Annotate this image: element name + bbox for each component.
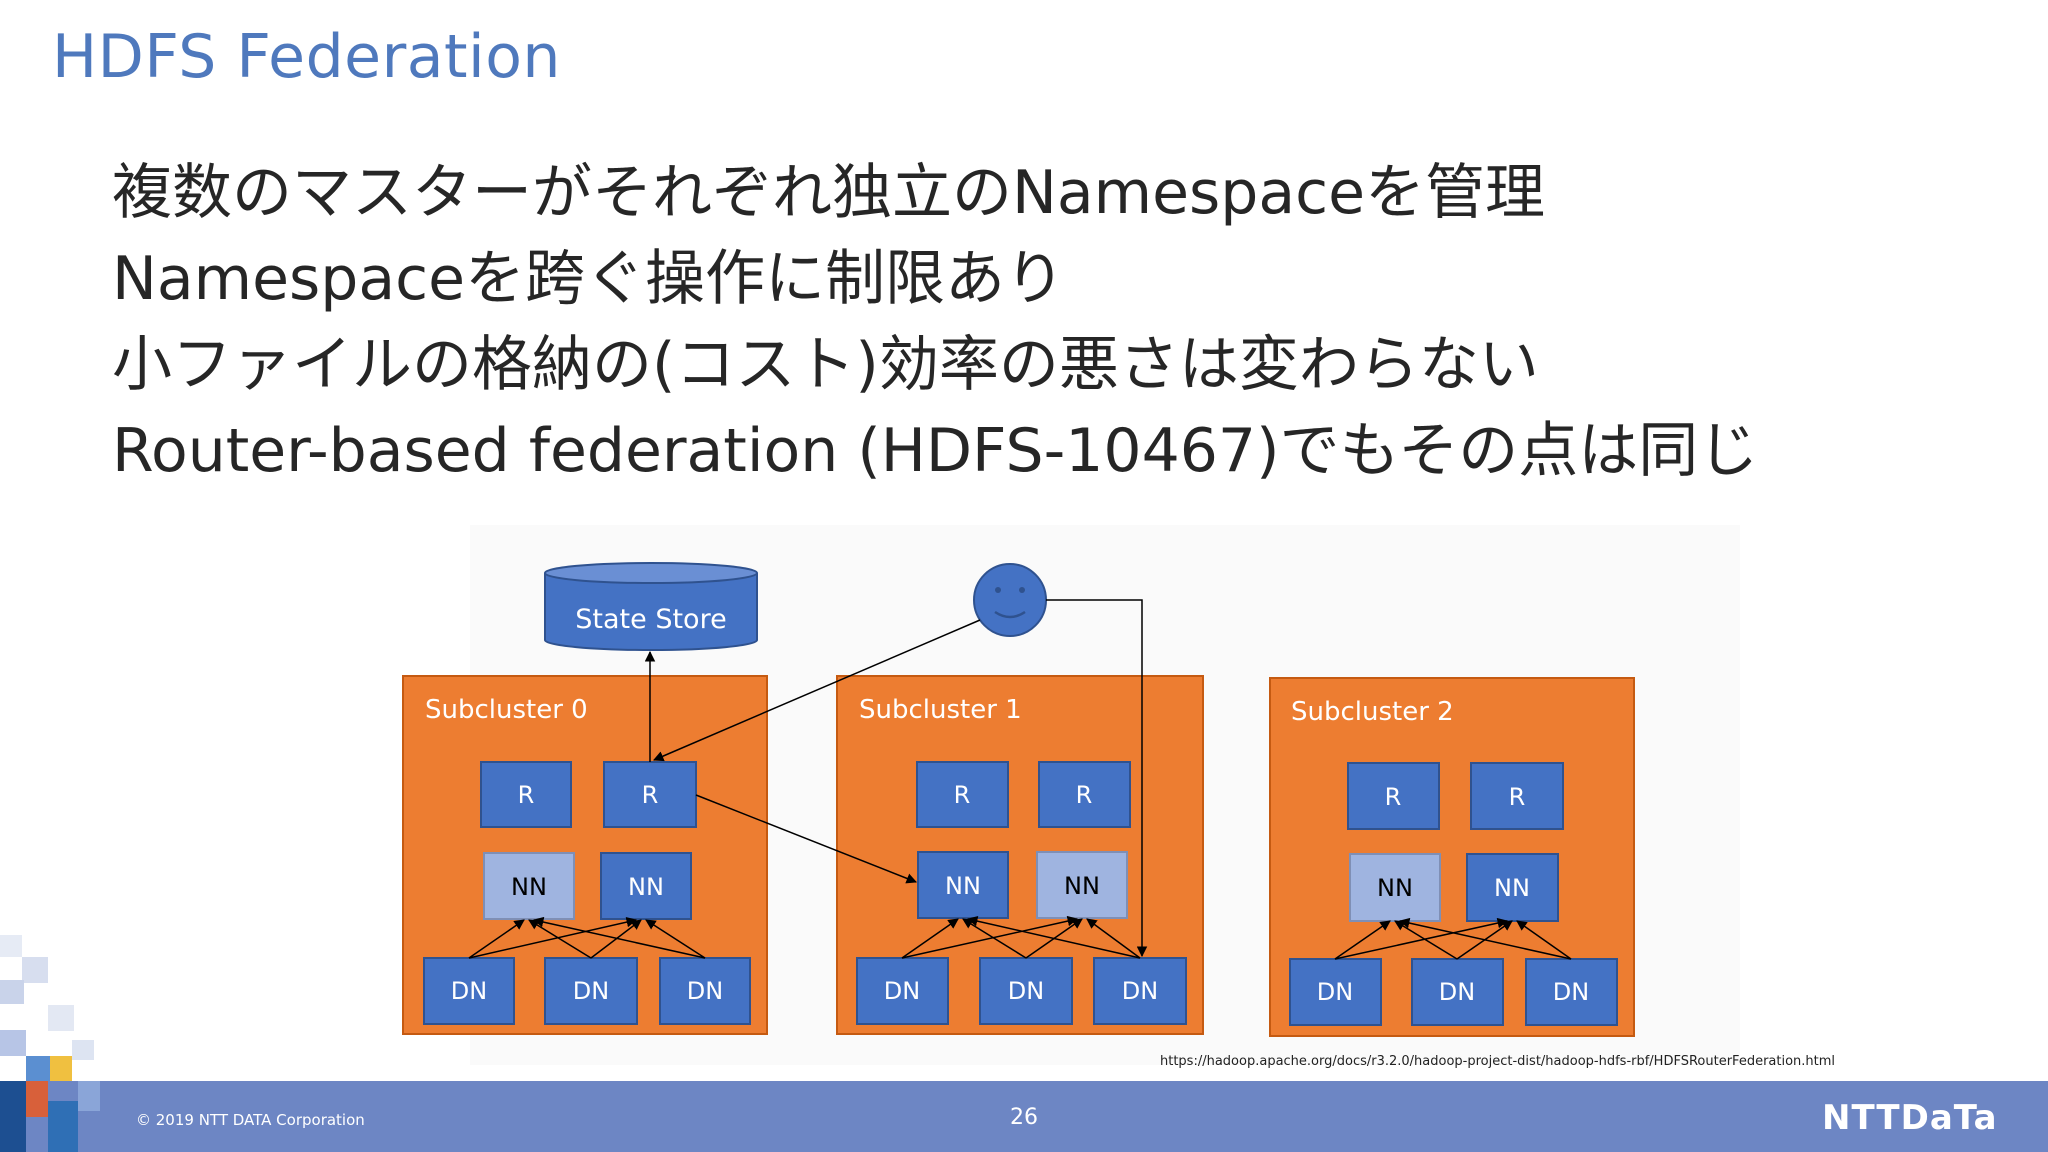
datanode — [1289, 958, 1382, 1026]
bullet-item: Router-based federation (HDFS-10467)でもその… — [112, 416, 1759, 486]
router-label: R — [518, 781, 535, 809]
decorative-square — [26, 1056, 50, 1081]
datanode — [979, 957, 1073, 1025]
router-node — [1038, 761, 1131, 828]
router-label: R — [1509, 783, 1526, 811]
namenode-label: NN — [1494, 874, 1530, 902]
datanode — [1093, 957, 1187, 1025]
namenode-label: NN — [1064, 872, 1100, 900]
decorative-square — [48, 1005, 74, 1031]
decorative-square — [48, 1101, 78, 1152]
footer-bar — [0, 1081, 2048, 1152]
state-store-label: State Store — [575, 604, 726, 635]
client-smiley-icon — [973, 563, 1047, 637]
decorative-square — [0, 1081, 26, 1152]
bullet-item: 複数のマスターがそれぞれ独立のNamespaceを管理 — [112, 158, 1546, 228]
namenode-standby — [1349, 853, 1441, 922]
namenode-standby — [483, 852, 575, 920]
copyright-text: © 2019 NTT DATA Corporation — [136, 1111, 365, 1129]
router-node — [1347, 762, 1440, 830]
subcluster-label: Subcluster 0 — [425, 695, 588, 725]
namenode-active — [600, 852, 692, 920]
datanode-label: DN — [573, 977, 609, 1005]
client-to-router-arrow — [653, 619, 981, 762]
decorative-square — [0, 935, 22, 957]
router-label: R — [642, 781, 659, 809]
subcluster-0: Subcluster 0 R R NN NN DN DN DN — [402, 675, 768, 1035]
datanode-label: DN — [884, 977, 920, 1005]
subcluster-label: Subcluster 2 — [1291, 697, 1454, 727]
datanode-heartbeat-arrows — [901, 915, 1141, 959]
datanode — [544, 957, 638, 1025]
namenode-label: NN — [1377, 874, 1413, 902]
subcluster-1: Subcluster 1 R R NN NN DN DN DN — [836, 675, 1204, 1035]
router-to-namenode-arrow — [695, 794, 917, 884]
bullet-item: Namespaceを跨ぐ操作に制限あり — [112, 244, 1066, 314]
router-label: R — [1076, 781, 1093, 809]
decorative-square — [22, 957, 48, 983]
decorative-square — [50, 1056, 72, 1081]
slide-title: HDFS Federation — [52, 22, 561, 92]
datanode — [423, 957, 515, 1025]
source-url-link[interactable]: https://hadoop.apache.org/docs/r3.2.0/ha… — [1160, 1054, 1836, 1069]
namenode-label: NN — [511, 873, 547, 901]
router-node — [480, 761, 572, 828]
bullet-item: 小ファイルの格納の(コスト)効率の悪さは変わらない — [112, 330, 1539, 400]
router-label: R — [954, 781, 971, 809]
datanode-label: DN — [1008, 977, 1044, 1005]
datanode-label: DN — [1122, 977, 1158, 1005]
client-to-datanode-arrow — [1046, 599, 1148, 958]
decorative-square — [0, 980, 24, 1004]
logo-text: NTTDaTa — [1822, 1098, 1998, 1138]
decorative-square — [0, 1030, 26, 1056]
datanode-label: DN — [1553, 978, 1589, 1006]
datanode-label: DN — [451, 977, 487, 1005]
namenode-active — [1466, 853, 1559, 922]
router-node — [916, 761, 1009, 828]
state-store: State Store — [544, 562, 758, 651]
decorative-square — [78, 1081, 100, 1111]
datanode-heartbeat-arrows — [468, 916, 706, 959]
ntt-data-logo: NTTDaTa — [1822, 1098, 1998, 1138]
namenode-label: NN — [945, 872, 981, 900]
subcluster-label: Subcluster 1 — [859, 695, 1022, 725]
datanode-label: DN — [1317, 978, 1353, 1006]
subcluster-2: Subcluster 2 R R NN NN DN DN DN — [1269, 677, 1635, 1037]
datanode — [1525, 958, 1618, 1026]
page-number: 26 — [1010, 1105, 1038, 1130]
decorative-square — [72, 1040, 94, 1060]
router-label: R — [1385, 783, 1402, 811]
datanode-heartbeat-arrows — [1334, 917, 1572, 960]
namenode-label: NN — [628, 873, 664, 901]
datanode-label: DN — [1439, 978, 1475, 1006]
bullet-list: 複数のマスターがそれぞれ独立のNamespaceを管理 Namespaceを跨ぐ… — [112, 150, 1758, 494]
datanode-label: DN — [687, 977, 723, 1005]
namenode-standby — [1036, 851, 1128, 919]
decorative-square — [26, 1081, 48, 1117]
router-node — [1470, 762, 1564, 830]
namenode-active — [917, 851, 1009, 919]
request-flow-arrows — [644, 599, 1148, 958]
